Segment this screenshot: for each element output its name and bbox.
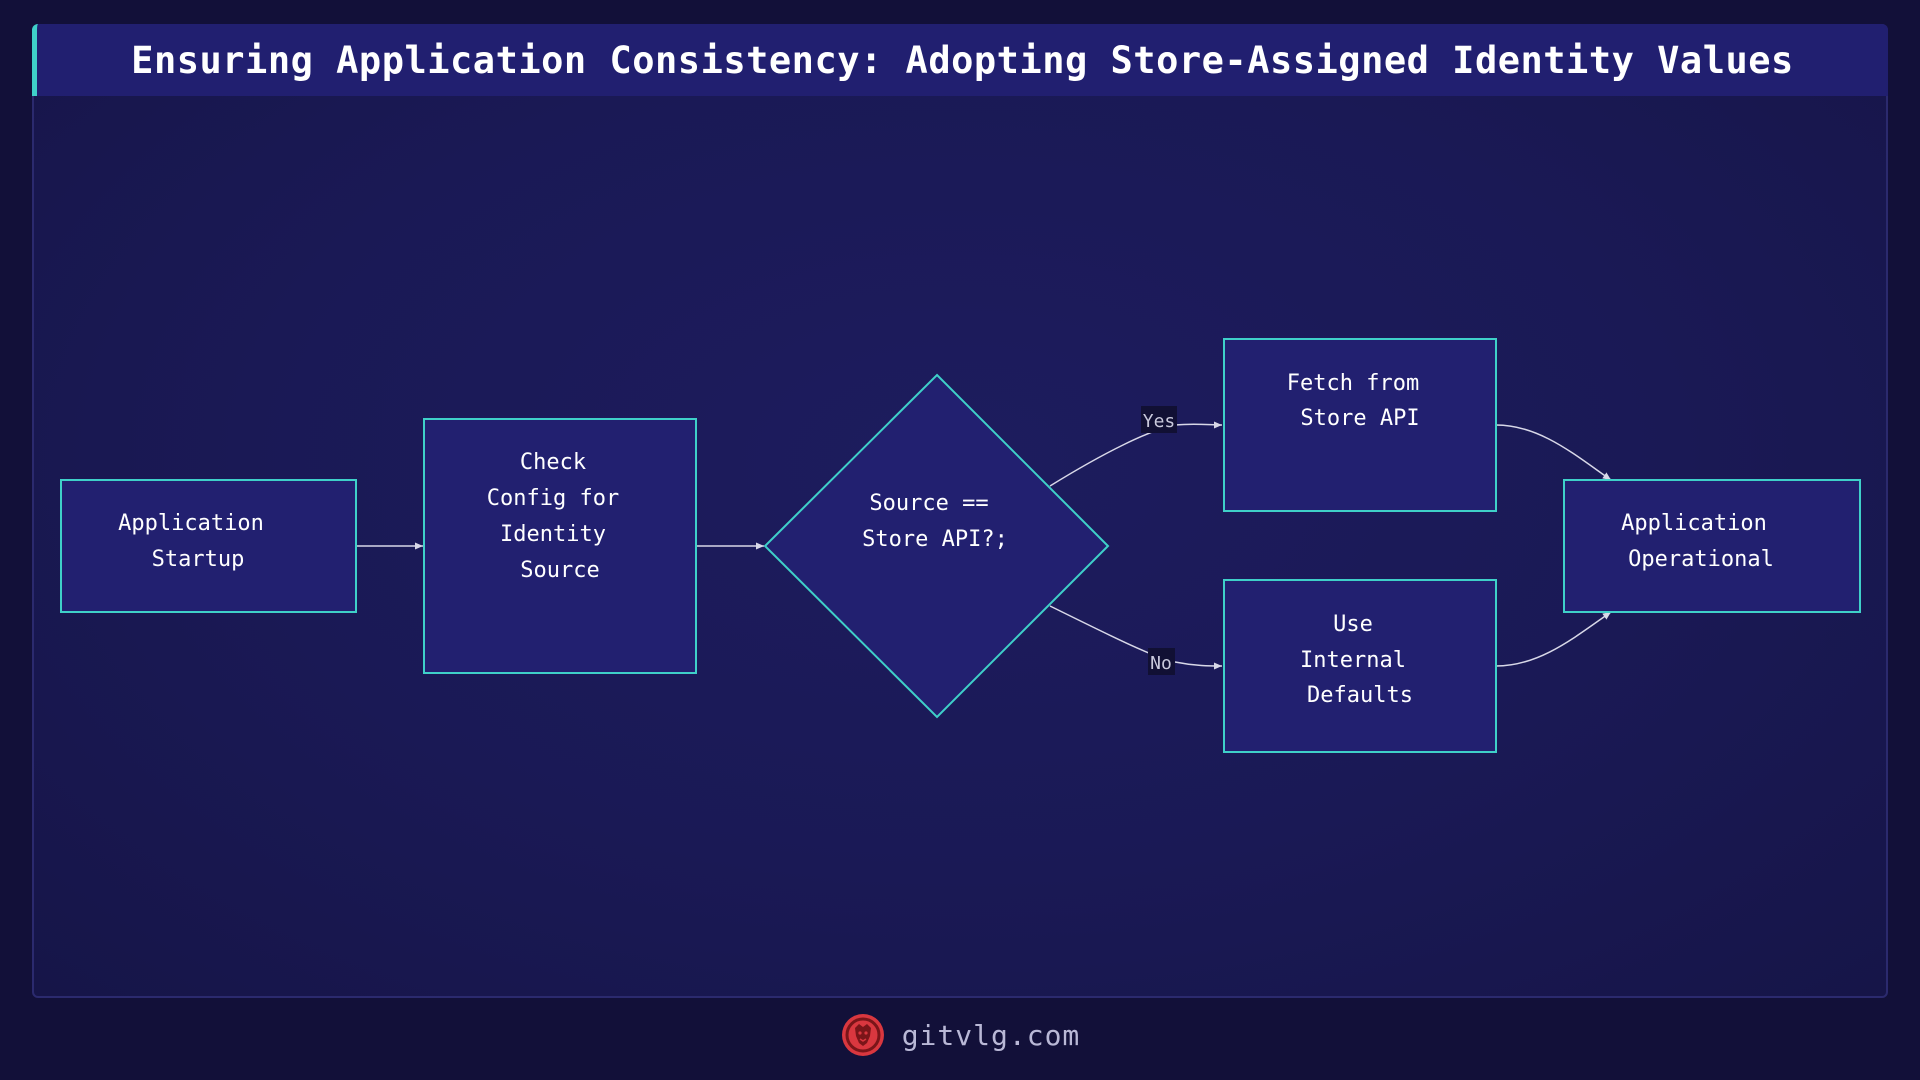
edge-decision-to-defaults bbox=[1049, 605, 1223, 670]
node-defaults-line-1: Use bbox=[1333, 612, 1373, 637]
node-check-config-line-1: Check bbox=[520, 450, 586, 475]
node-check-config-line-2: Config for bbox=[487, 486, 619, 511]
edge-fetch-to-operational bbox=[1495, 424, 1612, 481]
footer-site-text[interactable]: gitvlg.com bbox=[901, 1018, 1081, 1052]
edge-decision-to-fetch bbox=[1049, 421, 1223, 487]
node-use-internal-defaults: Use Internal Defaults bbox=[1223, 579, 1497, 753]
edge-label-no-text: No bbox=[1150, 653, 1172, 674]
node-decision-line-1: Source == bbox=[869, 491, 988, 516]
edge-defaults-to-operational bbox=[1495, 611, 1612, 667]
node-fetch-line-1: Fetch from bbox=[1287, 371, 1419, 396]
node-check-config: Check Config for Identity Source bbox=[423, 418, 697, 674]
node-defaults-line-2: Internal bbox=[1300, 648, 1406, 673]
page-title: Ensuring Application Consistency: Adopti… bbox=[131, 38, 1794, 82]
node-defaults-line-3: Defaults bbox=[1307, 683, 1413, 708]
node-check-config-line-4: Source bbox=[520, 558, 599, 583]
node-fetch-line-2: Store API bbox=[1300, 406, 1419, 431]
node-check-config-line-3: Identity bbox=[500, 522, 606, 547]
node-application-startup-line-1: Application bbox=[118, 511, 264, 536]
footer: gitvlg.com bbox=[0, 1010, 1920, 1060]
lion-logo-icon bbox=[841, 1014, 884, 1056]
node-decision: Source == Store API?; bbox=[763, 373, 1110, 719]
node-operational-line-2: Operational bbox=[1628, 547, 1774, 572]
edge-label-no: No bbox=[1148, 648, 1175, 675]
title-bar: Ensuring Application Consistency: Adopti… bbox=[32, 24, 1888, 96]
edge-label-yes: Yes bbox=[1141, 406, 1177, 433]
node-fetch-from-store-api: Fetch from Store API bbox=[1223, 338, 1497, 512]
node-application-startup: Application Startup bbox=[60, 479, 357, 613]
node-application-startup-line-2: Startup bbox=[152, 547, 245, 572]
node-operational-line-1: Application bbox=[1621, 511, 1767, 536]
node-decision-line-2: Store API?; bbox=[862, 527, 1008, 552]
node-application-operational: Application Operational bbox=[1563, 479, 1861, 613]
edge-label-yes-text: Yes bbox=[1143, 411, 1176, 432]
